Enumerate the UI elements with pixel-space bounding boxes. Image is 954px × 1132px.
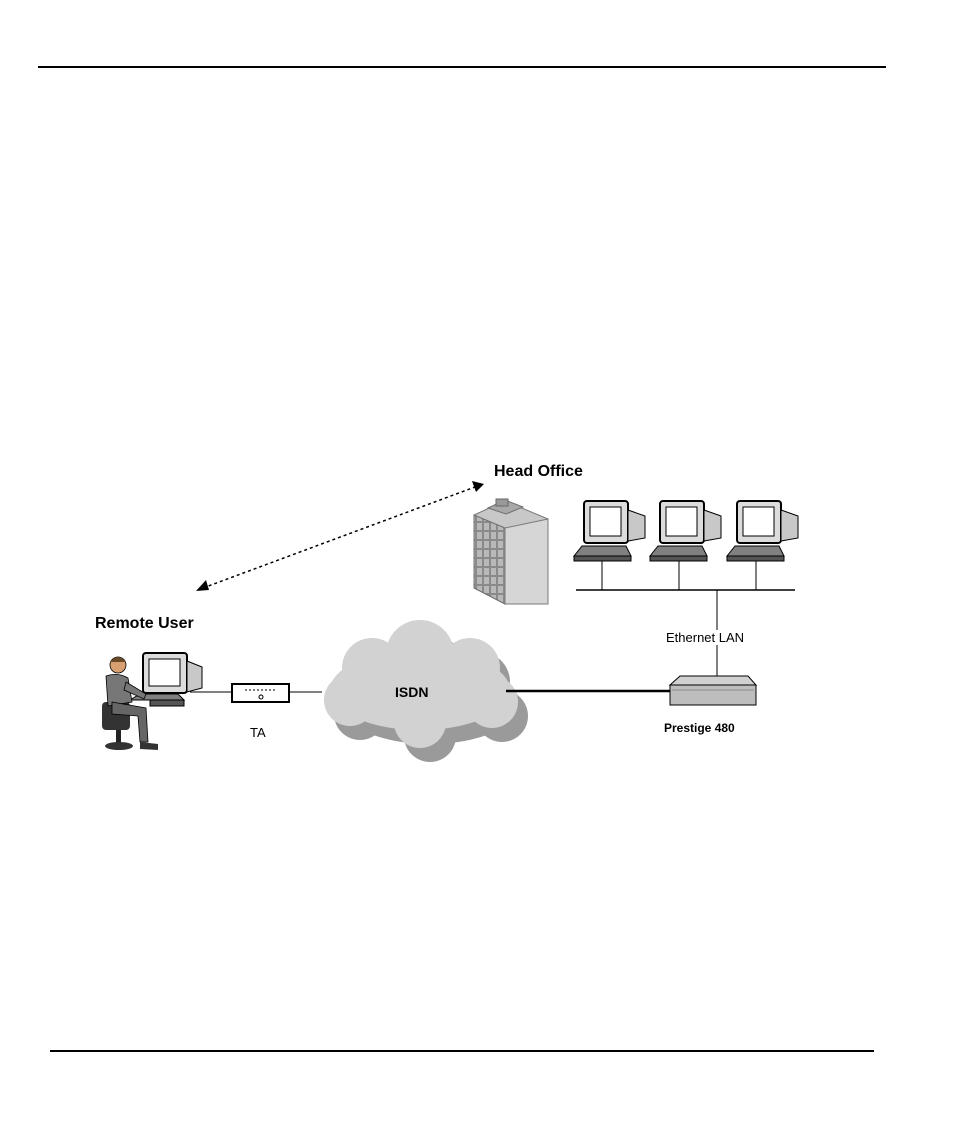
router-icon bbox=[670, 676, 756, 705]
terminal-adapter-icon bbox=[232, 684, 289, 702]
workstation-icon bbox=[574, 501, 645, 561]
prestige-label: Prestige 480 bbox=[664, 721, 735, 735]
ethernet-lan-label: Ethernet LAN bbox=[666, 630, 744, 645]
office-building-icon bbox=[474, 499, 548, 604]
ta-label: TA bbox=[250, 725, 266, 740]
workstation-icon bbox=[650, 501, 721, 561]
lan-bus bbox=[576, 561, 795, 676]
vpn-link-arrow bbox=[196, 481, 484, 591]
remote-user-label: Remote User bbox=[95, 615, 194, 633]
footer-rule bbox=[50, 1050, 874, 1052]
workstation-icon bbox=[727, 501, 798, 561]
head-office-label: Head Office bbox=[494, 463, 583, 481]
person-at-computer-icon bbox=[102, 653, 202, 750]
isdn-label: ISDN bbox=[395, 684, 428, 700]
